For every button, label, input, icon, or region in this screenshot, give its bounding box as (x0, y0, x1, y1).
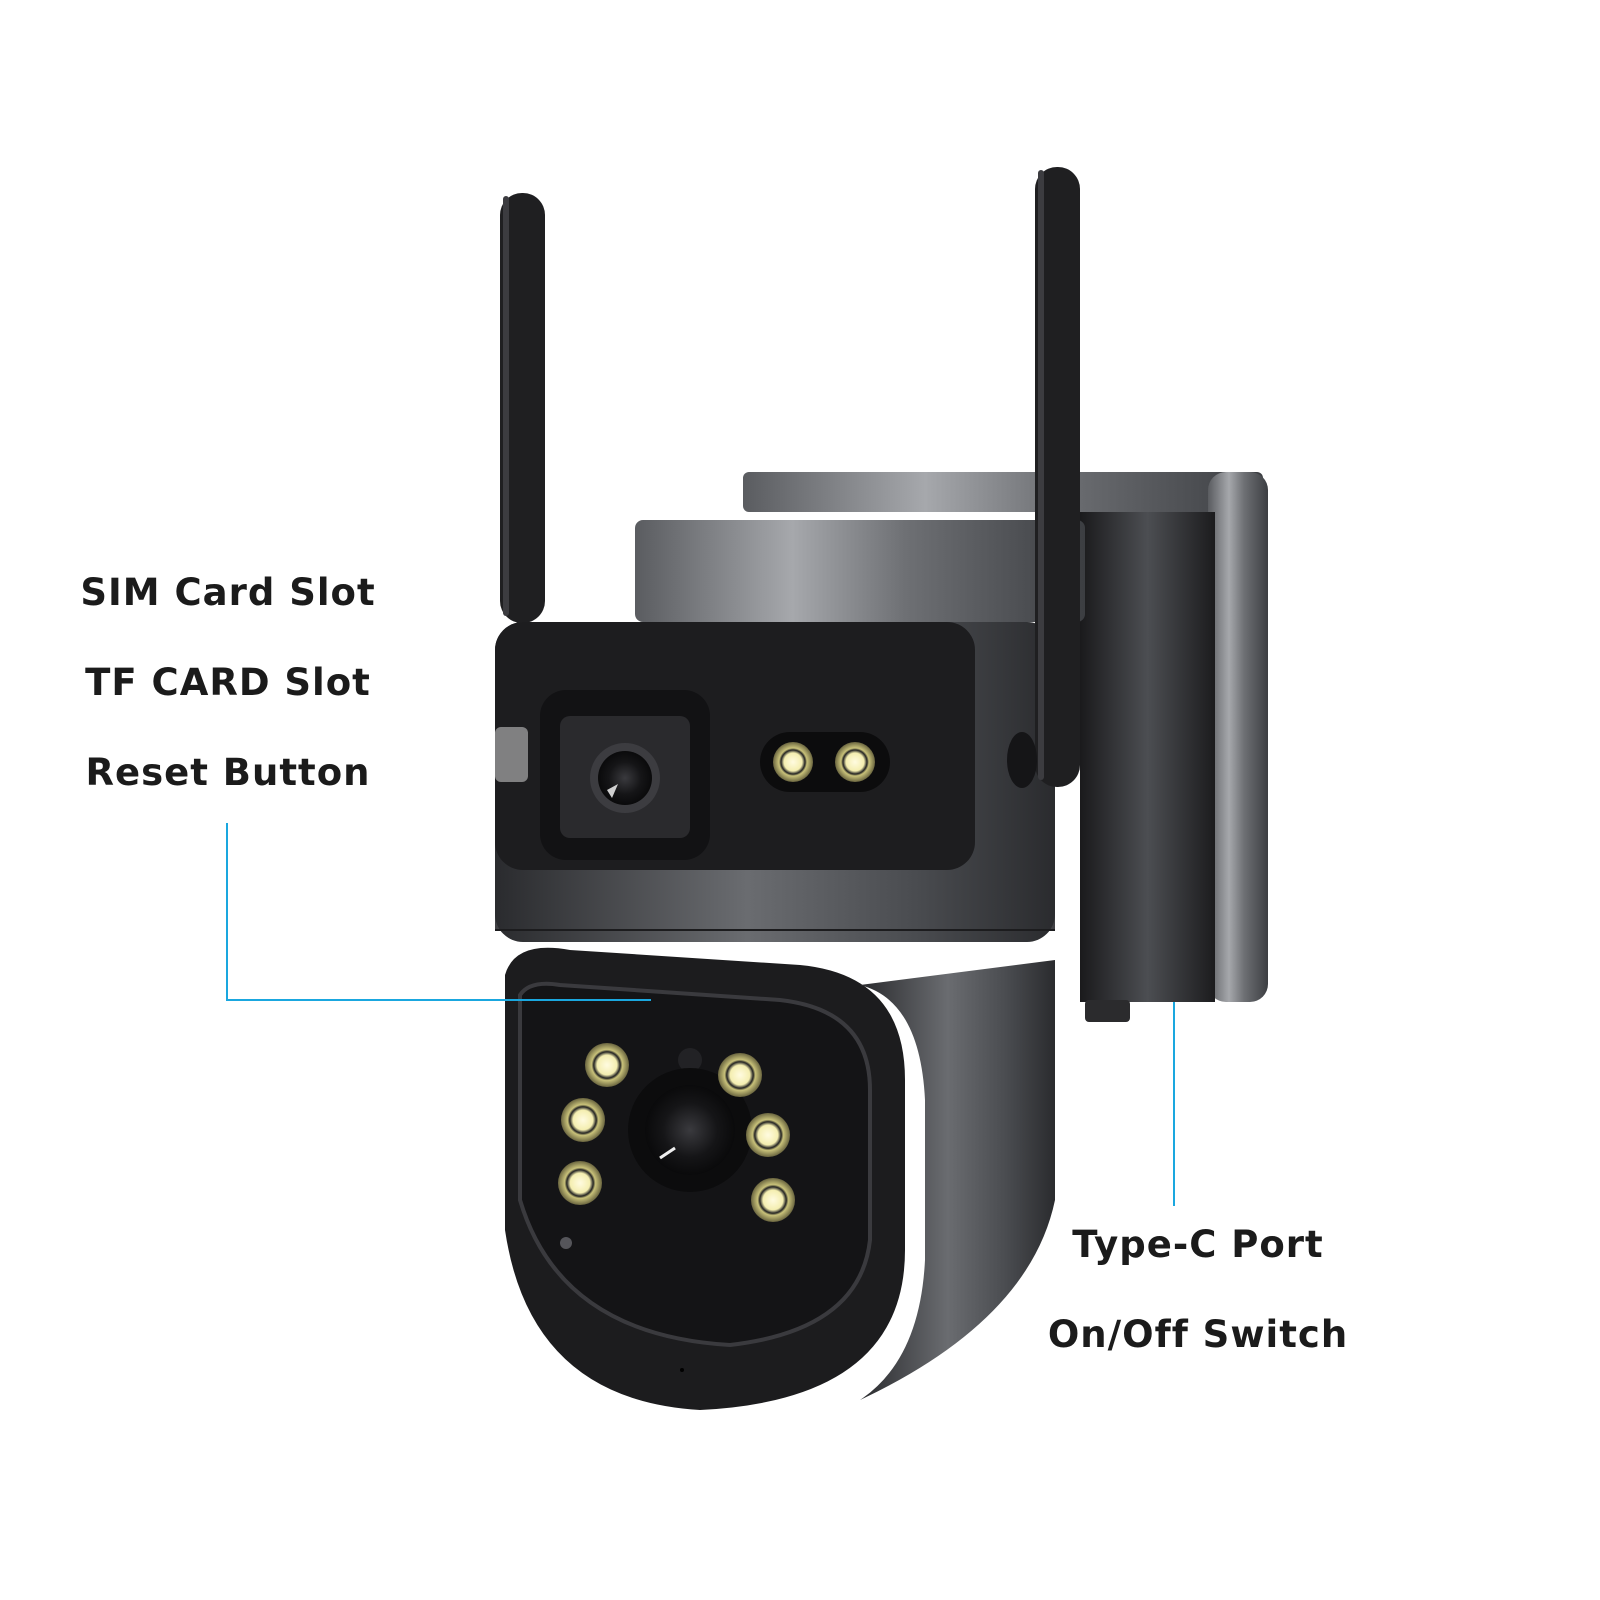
top-camera-module (495, 690, 710, 860)
callout-line-right-vertical (1173, 1002, 1175, 1206)
label-sim-card-slot: SIM Card Slot (80, 571, 376, 614)
callout-line-left-vertical (226, 823, 228, 1001)
dome-camera (505, 947, 1055, 1410)
label-type-c-port: Type-C Port (1072, 1223, 1324, 1266)
antenna-right (1007, 167, 1080, 788)
mounting-bracket (743, 472, 1268, 1022)
label-tf-card-slot: TF CARD Slot (85, 661, 371, 704)
callout-line-left-horizontal (226, 999, 651, 1001)
label-reset-button: Reset Button (85, 751, 371, 794)
antenna-left (500, 193, 545, 623)
label-on-off-switch: On/Off Switch (1047, 1313, 1349, 1356)
top-led-pair (760, 732, 890, 792)
